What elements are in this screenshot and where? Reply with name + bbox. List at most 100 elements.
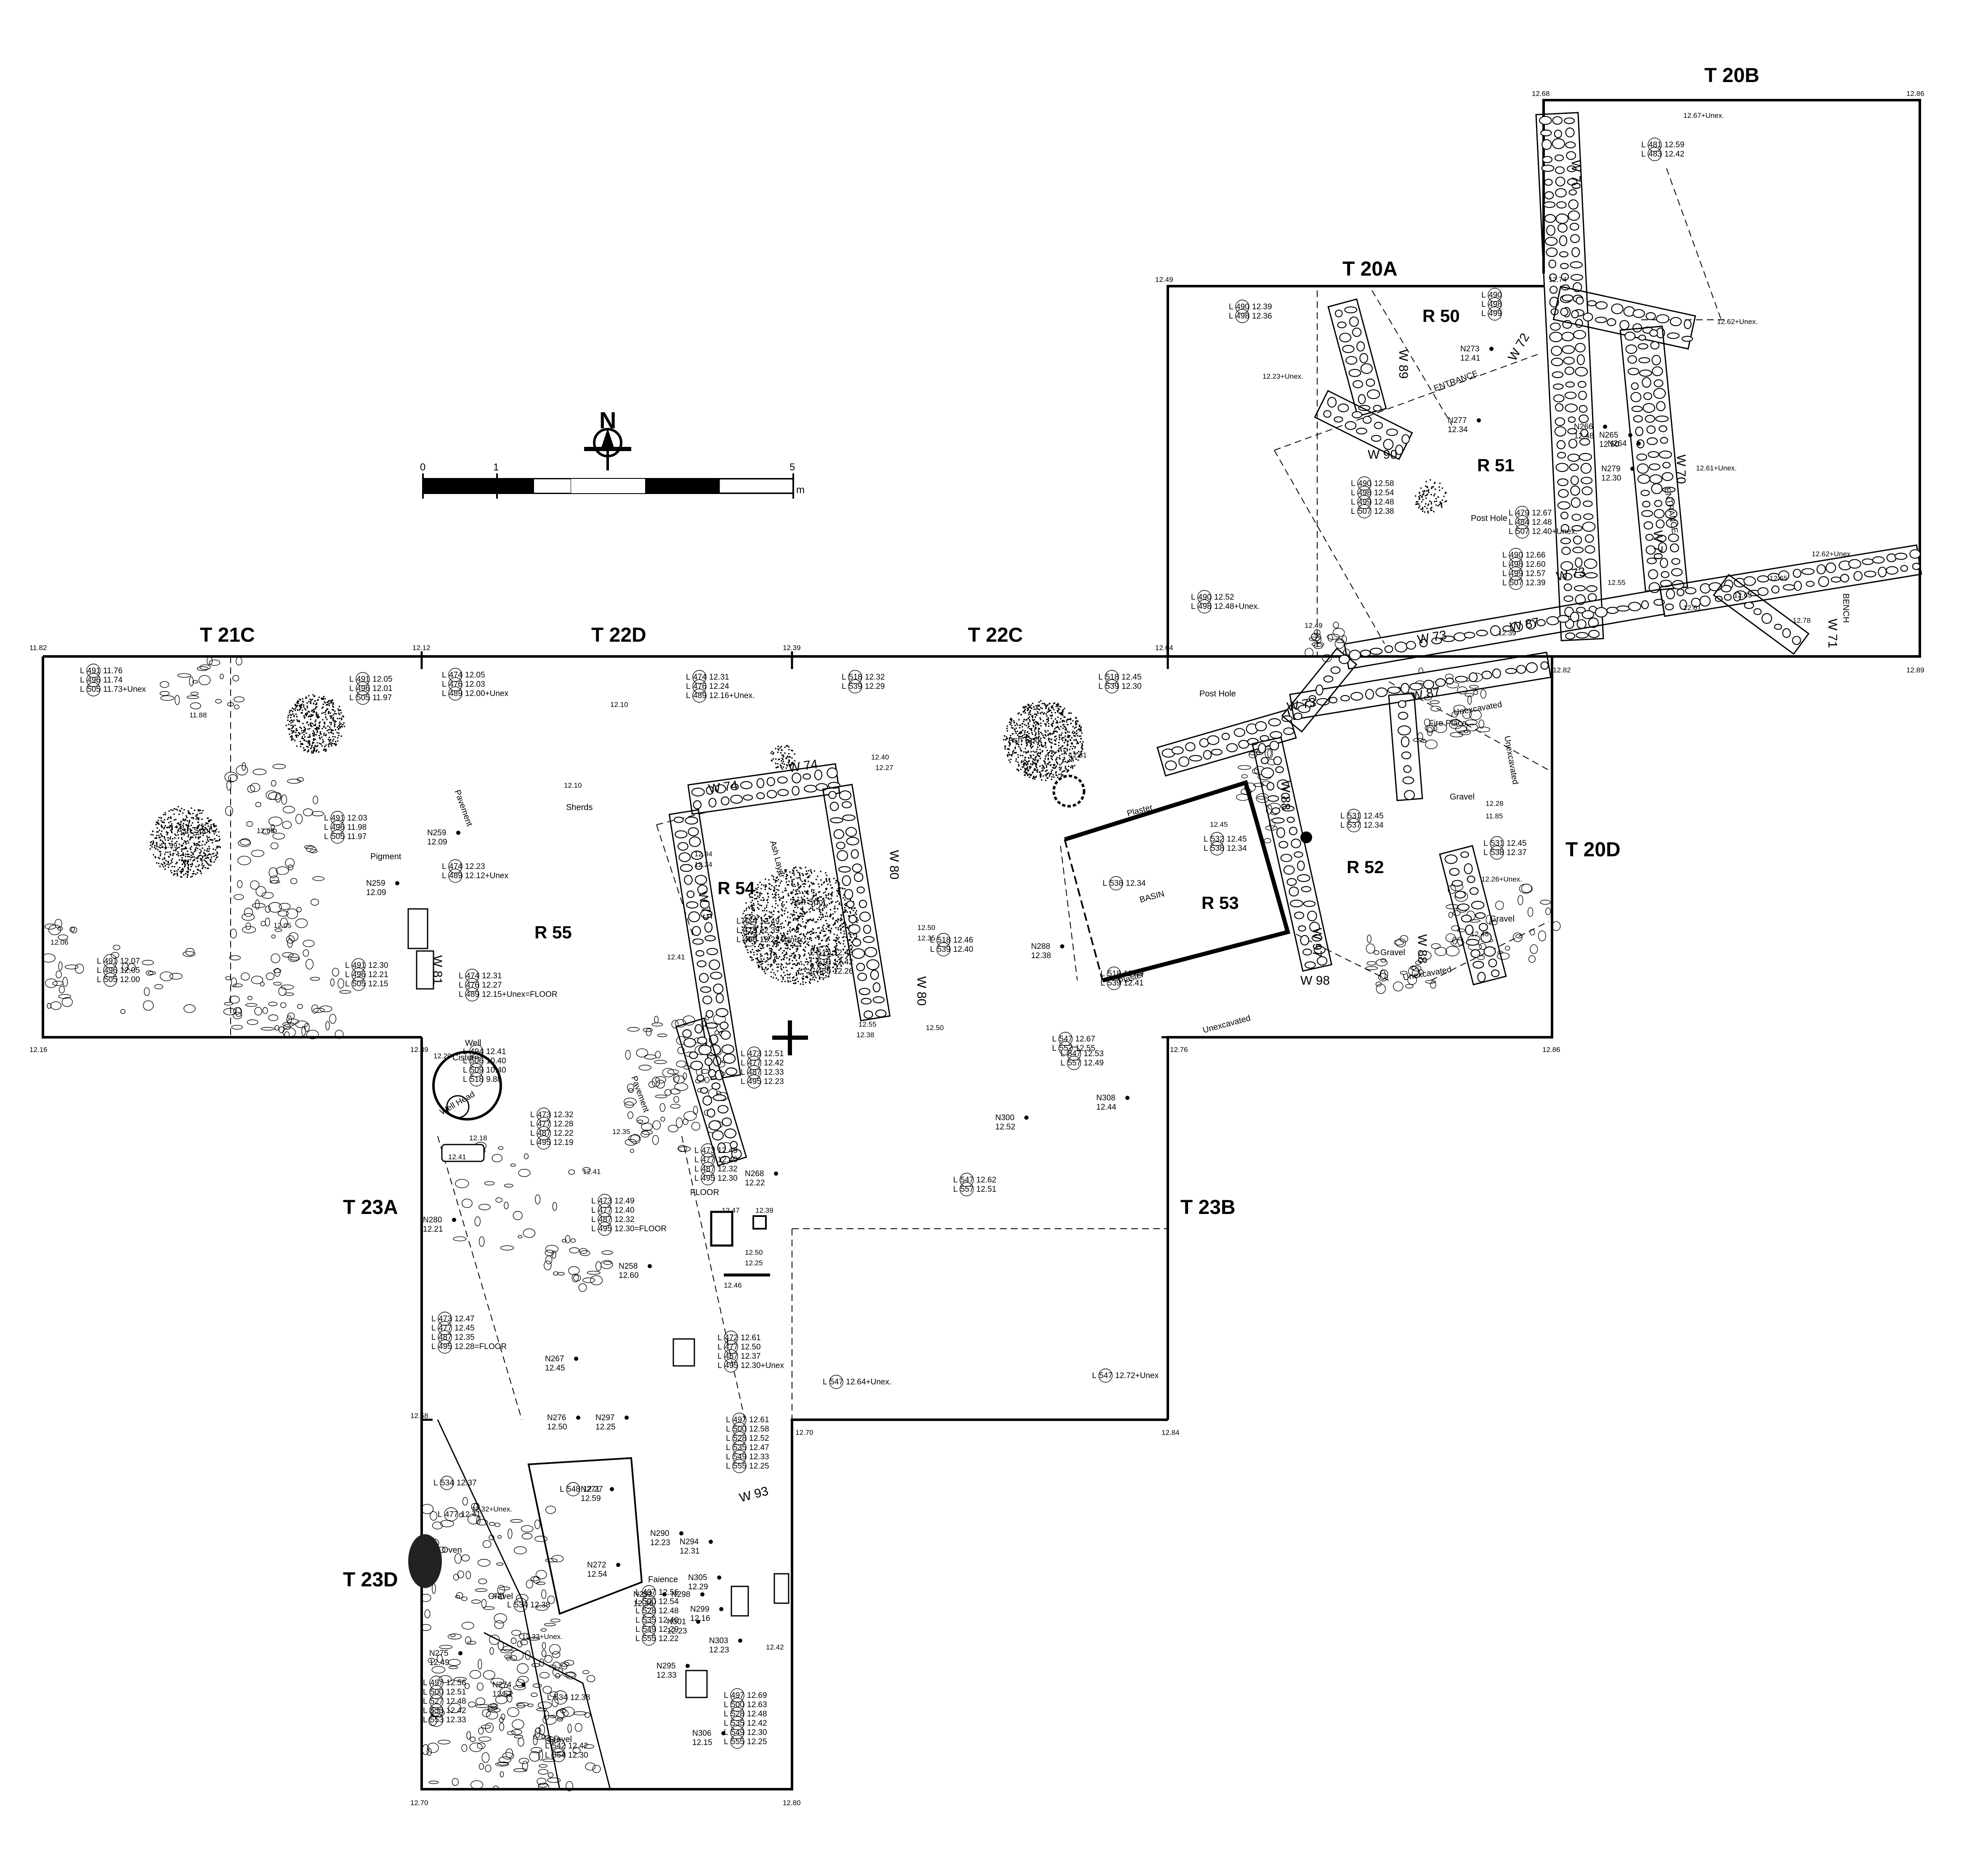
stone xyxy=(683,1038,696,1048)
stone xyxy=(1541,139,1552,150)
stone xyxy=(1761,613,1772,624)
ash-dot xyxy=(328,736,330,738)
ash-dot xyxy=(772,897,774,899)
stone xyxy=(1653,388,1666,399)
stone xyxy=(697,1036,707,1045)
ash-dot xyxy=(1009,721,1010,723)
ash-dot xyxy=(1055,765,1057,767)
ash-dot xyxy=(1029,738,1031,739)
pebble xyxy=(244,908,253,917)
ash-dot xyxy=(168,855,170,858)
ash-dot xyxy=(804,954,806,955)
ash-dot xyxy=(784,746,786,748)
stone xyxy=(842,875,851,886)
ash-dot xyxy=(339,723,340,725)
ash-dot xyxy=(1029,767,1031,769)
ash-dot xyxy=(787,923,789,925)
pebble xyxy=(532,1683,542,1688)
pebble xyxy=(541,1589,547,1599)
ash-dot xyxy=(207,839,208,841)
ash-dot xyxy=(1035,765,1037,767)
ash-dot xyxy=(821,916,823,919)
ash-dot xyxy=(1039,757,1041,760)
ash-dot xyxy=(1013,720,1015,722)
ash-dot xyxy=(310,714,312,716)
ash-dot xyxy=(796,927,798,929)
ash-dot xyxy=(771,948,773,951)
pebble xyxy=(270,842,279,850)
ash-dot xyxy=(312,730,314,732)
pebble xyxy=(474,1216,481,1227)
pebble xyxy=(471,1503,478,1511)
ash-dot xyxy=(291,732,293,734)
ash-dot xyxy=(827,883,829,885)
ash-dot xyxy=(1024,748,1026,749)
ash-dot xyxy=(830,913,832,915)
ash-dot xyxy=(781,891,784,893)
ash-dot xyxy=(792,885,794,887)
stone xyxy=(1580,462,1592,474)
ash-dot xyxy=(164,826,166,829)
ash-dot xyxy=(1062,715,1063,716)
ash-dot xyxy=(1050,724,1052,725)
ash-dot xyxy=(1047,755,1049,757)
ash-dot xyxy=(303,739,306,741)
ash-dot xyxy=(317,699,319,701)
ash-dot xyxy=(183,829,186,831)
ash-dot xyxy=(835,927,837,929)
stone xyxy=(861,998,872,1005)
stone xyxy=(707,1108,715,1118)
ash-dot xyxy=(1060,747,1062,749)
ash-dot xyxy=(775,892,777,893)
ash-dot xyxy=(775,897,776,899)
stone xyxy=(872,996,885,1004)
ash-dot xyxy=(1050,715,1051,717)
stone xyxy=(1466,939,1480,946)
ash-dot xyxy=(1058,709,1060,710)
ash-dot xyxy=(1075,726,1077,728)
ash-dot xyxy=(171,826,173,829)
ash-dot xyxy=(316,731,318,733)
ash-dot xyxy=(1008,745,1010,747)
stone xyxy=(1585,534,1594,543)
ash-dot xyxy=(745,909,747,911)
ash-dot xyxy=(757,925,759,927)
ash-dot xyxy=(843,930,845,932)
ash-dot xyxy=(1055,718,1056,720)
ash-dot xyxy=(163,814,165,815)
ash-dot xyxy=(324,723,326,725)
pebble xyxy=(234,704,239,709)
ash-dot xyxy=(777,766,779,768)
stone xyxy=(842,814,856,821)
pebble xyxy=(268,1001,278,1007)
pebble xyxy=(545,1245,558,1253)
ash-dot xyxy=(1420,508,1422,510)
stone xyxy=(1401,434,1410,444)
ash-dot xyxy=(1011,725,1013,726)
ash-dot xyxy=(293,715,295,717)
pebble xyxy=(494,1613,507,1623)
stone xyxy=(688,836,701,847)
ash-dot xyxy=(197,819,199,821)
ash-dot xyxy=(296,716,298,718)
pebble xyxy=(569,1247,579,1254)
trench-labels: T 20B T 20A T 21C T 22D T 22C T 20D T 23… xyxy=(200,64,1759,1591)
ash-dot xyxy=(762,897,764,899)
ash-dot xyxy=(187,827,189,829)
ash-dot xyxy=(1425,497,1427,499)
pebble xyxy=(192,680,198,684)
stone xyxy=(1900,565,1908,572)
pebble xyxy=(50,1001,61,1010)
stone xyxy=(696,960,707,967)
ash-dot xyxy=(781,959,782,961)
ash-dot xyxy=(809,937,811,938)
pebble xyxy=(518,1758,529,1764)
pebble xyxy=(159,691,170,696)
ash-dot xyxy=(177,847,178,849)
pebble xyxy=(482,1540,492,1548)
ash-dot xyxy=(303,726,305,728)
stone xyxy=(1654,499,1663,507)
ash-dot xyxy=(216,840,218,842)
ash-dot xyxy=(798,954,800,956)
